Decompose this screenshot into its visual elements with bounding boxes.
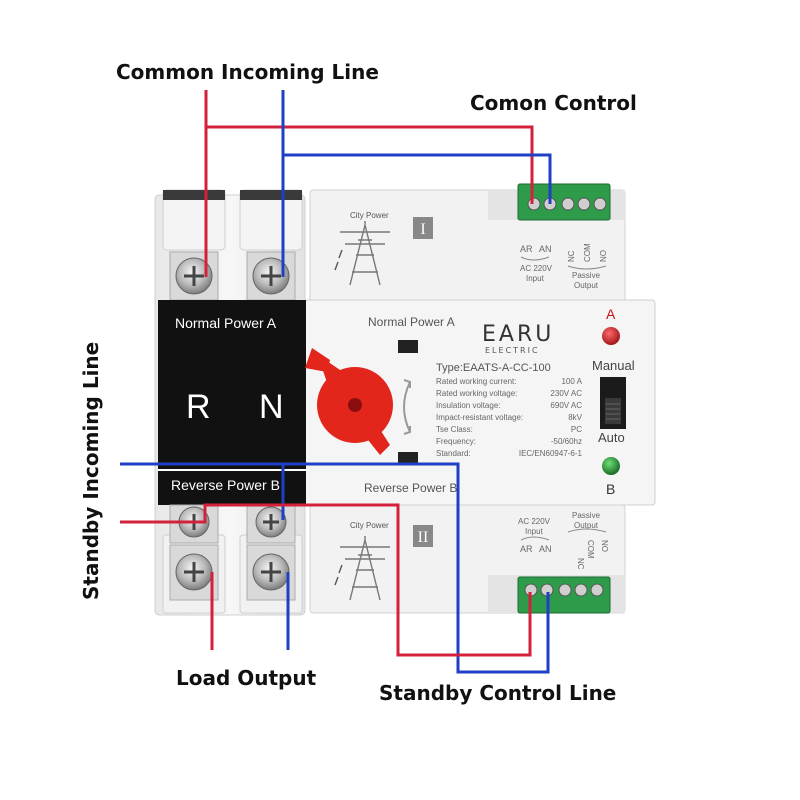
standby-incoming-line-label: Standby Incoming Line xyxy=(79,342,103,600)
city-power-label: City Power xyxy=(350,211,389,220)
indicator-a-led xyxy=(602,327,620,345)
auto-label: Auto xyxy=(598,430,625,445)
standby-neutral-control xyxy=(283,462,550,674)
spec-key: Frequency: xyxy=(436,437,476,446)
middle-terminal-screws xyxy=(169,504,296,544)
spec-value: -50/60hz xyxy=(551,437,582,446)
bottom-output-label: Output xyxy=(574,521,599,530)
spec-key: Rated working voltage: xyxy=(436,389,517,398)
spec-value: IEC/EN60947-6-1 xyxy=(519,449,583,458)
window-bottom xyxy=(398,452,418,465)
top-no-label: NO xyxy=(599,250,608,262)
standby-live-wire xyxy=(120,503,532,657)
spec-key: Rated working current: xyxy=(436,377,516,386)
manual-auto-switch[interactable] xyxy=(600,377,626,429)
top-passive-label: Passive xyxy=(572,271,601,280)
bottom-ar-label: AR xyxy=(520,544,533,554)
indicator-b-label: B xyxy=(606,481,615,497)
standby-control-line-label: Standby Control Line xyxy=(379,681,616,705)
spec-value: 690V AC xyxy=(550,401,582,410)
spec-key: Standard: xyxy=(436,449,471,458)
top-green-terminal xyxy=(517,183,611,221)
roman-one: I xyxy=(420,221,425,238)
common-incoming-line-label: Common Incoming Line xyxy=(116,60,379,84)
brand-sub: ELECTRIC xyxy=(485,346,540,355)
normal-power-a-label: Normal Power A xyxy=(175,315,277,331)
window-top xyxy=(398,340,418,353)
pole-n-label: N xyxy=(259,388,284,426)
load-output-label: Load Output xyxy=(176,666,317,690)
spec-key: Impact-resistant voltage: xyxy=(436,413,523,422)
spec-value: 230V AC xyxy=(550,389,582,398)
top-com-label: COM xyxy=(583,243,592,262)
spec-value: PC xyxy=(571,425,582,434)
rotate-arrows-icon xyxy=(403,379,411,435)
bottom-nc-label: NC xyxy=(576,558,585,570)
top-an-label: AN xyxy=(539,244,552,254)
spec-key: Tse Class: xyxy=(436,425,473,434)
reverse-power-b-module-label: Reverse Power B xyxy=(364,481,457,495)
bottom-input-label: Input xyxy=(525,527,544,536)
bottom-com-label: COM xyxy=(586,540,595,559)
top-input-voltage: AC 220V xyxy=(520,264,553,273)
pylon-icon xyxy=(334,536,390,601)
spec-table: Rated working current: 100 A Rated working… xyxy=(436,377,583,458)
pole-r-label: R xyxy=(186,388,211,426)
manual-label: Manual xyxy=(592,358,635,373)
roman-two: II xyxy=(418,529,429,546)
top-terminal-screws xyxy=(169,251,296,301)
top-output-label: Output xyxy=(574,281,599,290)
pylon-icon xyxy=(334,221,390,286)
indicator-a-label: A xyxy=(606,306,616,322)
top-input-label: Input xyxy=(526,274,545,283)
brand-logo: EARU xyxy=(482,322,554,347)
indicator-b-led xyxy=(602,457,620,475)
main-module: Normal Power A EARU ELECTRIC Type:EAATS-… xyxy=(305,306,635,497)
city-power-label: City Power xyxy=(350,521,389,530)
bottom-input-voltage: AC 220V xyxy=(518,517,551,526)
bottom-green-terminal xyxy=(517,576,611,614)
bottom-passive-label: Passive xyxy=(572,511,601,520)
spec-value: 100 A xyxy=(562,377,583,386)
normal-power-a-module-label: Normal Power A xyxy=(368,315,455,329)
reverse-power-b-label: Reverse Power B xyxy=(171,477,280,493)
spec-value: 8kV xyxy=(568,413,582,422)
common-control-label: Comon Control xyxy=(470,91,637,115)
top-module: City Power I AR AN AC 220V Input NC COM … xyxy=(334,183,611,290)
model-type: Type:EAATS-A-CC-100 xyxy=(436,362,551,374)
top-nc-label: NC xyxy=(567,250,576,262)
bottom-no-label: NO xyxy=(600,540,609,552)
spec-key: Insulation voltage: xyxy=(436,401,501,410)
bottom-module: City Power II AC 220V Input AR AN Passiv… xyxy=(334,511,611,614)
black-pole-panel xyxy=(158,300,306,505)
top-ar-label: AR xyxy=(520,244,533,254)
transfer-handle[interactable] xyxy=(305,348,393,455)
wires xyxy=(120,90,552,674)
bottom-an-label: AN xyxy=(539,544,552,554)
common-live-wire xyxy=(204,90,534,204)
common-neutral-wire xyxy=(281,90,552,204)
